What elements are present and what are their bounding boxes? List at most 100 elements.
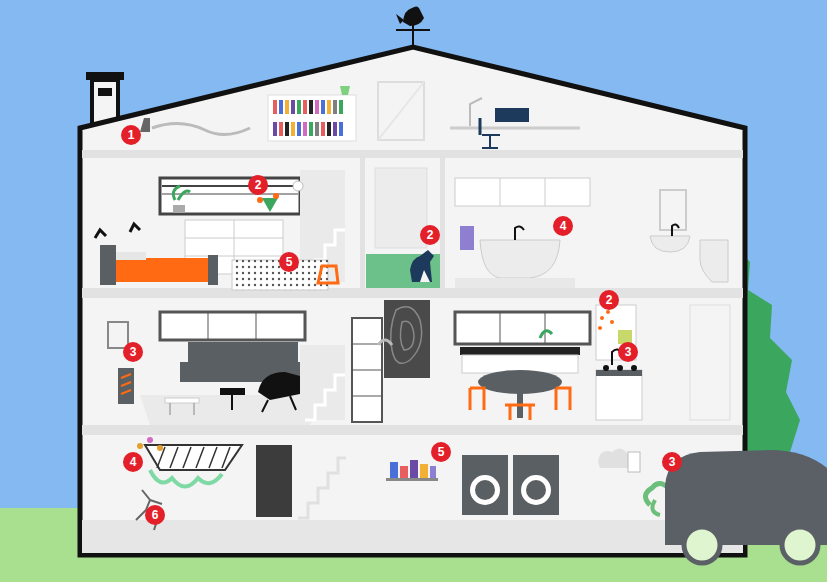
living-room-part — [262, 396, 296, 412]
attic-part-part — [309, 100, 313, 114]
central-hall-part — [352, 370, 382, 371]
kitchen-part — [690, 305, 730, 420]
weathervane-part — [396, 14, 404, 24]
bathroom-part — [460, 226, 474, 250]
basement-part — [420, 464, 428, 478]
living-room-part — [231, 395, 233, 410]
kitchen-part — [460, 347, 580, 355]
callout-number: 3 — [618, 342, 638, 362]
bedroom-part — [116, 258, 214, 282]
car-part — [652, 500, 660, 515]
basement-part — [526, 480, 546, 500]
living-room-part — [208, 312, 209, 340]
callout-number: 4 — [553, 216, 573, 236]
attic-part — [340, 86, 350, 95]
kitchen-part — [600, 316, 604, 320]
callout-number: 6 — [145, 505, 165, 525]
bathroom-part — [455, 178, 590, 206]
living-room-part — [188, 342, 298, 364]
attic-part — [152, 123, 250, 134]
house-shell-part — [82, 425, 743, 435]
chimney-part — [98, 88, 112, 96]
attic-part-part — [291, 122, 295, 136]
basement-part — [462, 455, 508, 515]
basement-part — [137, 443, 143, 449]
bedroom-part — [208, 255, 218, 285]
central-hall-part — [384, 300, 430, 378]
attic-part-part — [297, 100, 301, 114]
attic-part-part — [303, 122, 307, 136]
kitchen-part — [556, 388, 570, 410]
living-room-part — [160, 312, 305, 340]
car-part — [684, 527, 720, 563]
attic — [140, 82, 580, 148]
basement-part — [157, 445, 163, 451]
living-room — [108, 312, 345, 425]
kitchen-part — [596, 370, 642, 420]
bedroom-part — [116, 252, 146, 260]
bathroom — [455, 178, 728, 288]
attic-part-part — [273, 100, 277, 114]
weathervane — [396, 6, 430, 47]
basement-part — [147, 437, 153, 443]
callout-number: 2 — [420, 225, 440, 245]
bedroom-part — [293, 181, 303, 191]
callout-number: 5 — [431, 442, 451, 462]
callout-number: 2 — [599, 290, 619, 310]
kitchen-part — [500, 312, 501, 344]
kitchen-part — [455, 312, 590, 344]
attic-part-part — [339, 100, 343, 114]
attic-part-part — [273, 122, 277, 136]
kitchen-part — [478, 370, 562, 394]
living-room-part — [165, 398, 199, 403]
bathroom-part — [545, 178, 546, 206]
chimney-part — [86, 72, 124, 80]
attic-part-part — [285, 100, 289, 114]
bedroom-part — [173, 186, 190, 200]
basement-part — [430, 466, 436, 478]
kitchen-part — [598, 326, 602, 330]
car — [645, 450, 827, 563]
attic-part-part — [333, 122, 337, 136]
bedroom-part — [95, 230, 106, 238]
attic-part-part — [291, 100, 295, 114]
central-hall-part — [400, 321, 414, 350]
central-hall-part — [352, 318, 382, 422]
hallway — [366, 168, 440, 288]
callout-number: 2 — [248, 175, 268, 195]
basement-part — [390, 462, 398, 478]
house-shell-part — [80, 47, 745, 555]
living-room-part — [118, 368, 134, 404]
attic-part — [482, 135, 500, 148]
attic-part — [273, 100, 343, 136]
basement-part — [470, 475, 500, 505]
central-hall-part — [378, 340, 392, 345]
living-room-part — [305, 375, 345, 420]
attic-part — [378, 82, 424, 140]
central-hall-part — [352, 396, 382, 397]
living-room-part — [258, 372, 300, 400]
bedroom-part — [318, 266, 338, 283]
bedroom-part — [130, 224, 140, 232]
callout-number: 3 — [123, 342, 143, 362]
basement-part — [475, 480, 495, 500]
living-room-part — [194, 403, 195, 415]
basement-part — [256, 445, 292, 517]
attic-part — [140, 118, 150, 132]
bathroom-part — [480, 240, 560, 278]
attic-part-part — [333, 100, 337, 114]
house-shell-part — [82, 150, 743, 158]
house-shell-part — [440, 158, 445, 288]
weathervane-part — [396, 29, 430, 31]
attic-part-part — [315, 122, 319, 136]
attic-part — [272, 100, 352, 114]
attic-part — [268, 95, 356, 141]
basement-part — [150, 470, 222, 487]
bathroom-part — [650, 236, 690, 252]
attic-part — [378, 82, 424, 140]
basement-part — [521, 475, 551, 505]
kitchen-part — [606, 310, 610, 314]
